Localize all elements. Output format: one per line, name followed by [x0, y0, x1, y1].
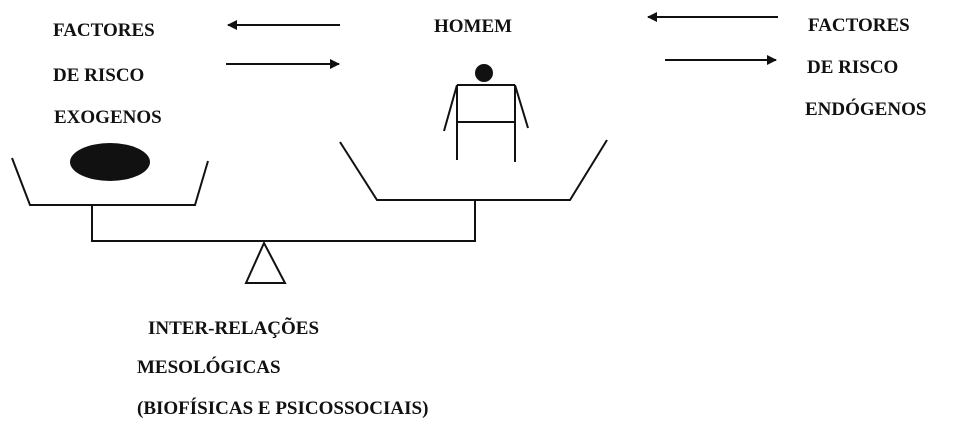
left-pan [11, 157, 209, 206]
left-label-line3: EXOGENOS [54, 107, 162, 128]
bottom-label-line1: INTER-RELAÇÕES [148, 318, 320, 339]
right-pan [339, 139, 608, 201]
exogenous-weight [70, 143, 150, 181]
bottom-label-line2: MESOLÓGICAS [137, 357, 281, 378]
balance-beam [91, 200, 476, 242]
center-title: HOMEM [434, 16, 513, 37]
left-label-line1: FACTORES [53, 20, 155, 41]
left-label-line2: DE RISCO [53, 65, 145, 86]
fulcrum-triangle [244, 240, 287, 284]
right-label-line3: ENDÓGENOS [805, 99, 927, 120]
human-figure-icon [443, 64, 529, 162]
bottom-label-line3: (BIOFÍSICAS E PSICOSSOCIAIS) [137, 398, 429, 419]
right-label-line1: FACTORES [808, 15, 910, 36]
right-label-line2: DE RISCO [807, 57, 899, 78]
